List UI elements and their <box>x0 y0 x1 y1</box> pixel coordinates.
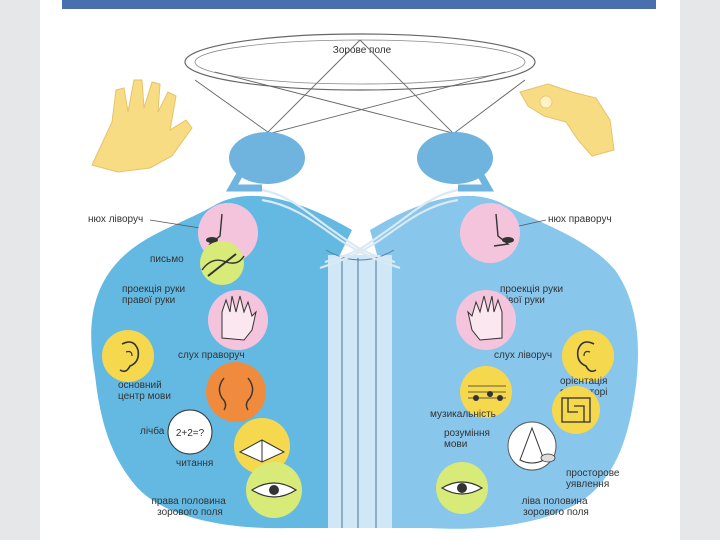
right-hemisphere <box>370 195 638 529</box>
label-reading: читання <box>176 458 213 469</box>
label-hearing-right: слух праворуч <box>178 350 245 361</box>
left-hand-icon <box>91 79 193 173</box>
reading-icon <box>234 418 290 474</box>
right-hand-icon <box>519 83 615 157</box>
connector-smell-left <box>149 219 201 229</box>
ear-icon <box>102 330 154 382</box>
label-left-half-visual: ліва половина зорового поля <box>522 496 591 518</box>
cone-icon <box>507 421 557 471</box>
eye-icon-right <box>436 462 488 514</box>
eye-icon <box>246 462 302 518</box>
ear-icon-right <box>562 330 614 382</box>
label-right-hand-projection: проекція руки правої руки <box>122 284 188 306</box>
label-left-hand-projection: проекція руки лівої руки <box>500 284 566 306</box>
label-spatial-imagination: просторове уявлення <box>566 468 622 490</box>
label-smell-right: нюх праворуч <box>548 214 612 225</box>
palm-icon-right <box>456 290 516 350</box>
label-hearing-left: слух ліворуч <box>494 350 552 361</box>
slide-top-bar <box>62 0 656 9</box>
label-speech-understanding: розуміння мови <box>444 428 493 450</box>
counting-icon: 2+2=? <box>167 409 213 455</box>
label-musicality: музикальність <box>430 409 496 420</box>
label-right-half-visual: права половина зорового поля <box>151 496 228 518</box>
label-smell-left: нюх ліворуч <box>88 214 143 225</box>
maze-icon <box>552 386 600 434</box>
corpus-callosum <box>325 249 395 528</box>
left-eyeball <box>225 132 305 192</box>
right-eyeball <box>417 132 495 192</box>
label-speech-center: основний центр мови <box>118 380 171 402</box>
palm-icon <box>208 290 268 350</box>
label-writing: письмо <box>150 254 184 265</box>
writing-icon <box>200 241 245 285</box>
visual-field-label: Зорове поле <box>333 45 392 56</box>
speech-faces-icon <box>206 362 266 422</box>
optic-nerves <box>261 188 459 270</box>
nose-icon-right <box>460 203 520 263</box>
music-notes-icon <box>460 366 512 418</box>
label-counting: лічба <box>140 425 165 437</box>
svg-text:2+2=?: 2+2=? <box>176 428 205 439</box>
